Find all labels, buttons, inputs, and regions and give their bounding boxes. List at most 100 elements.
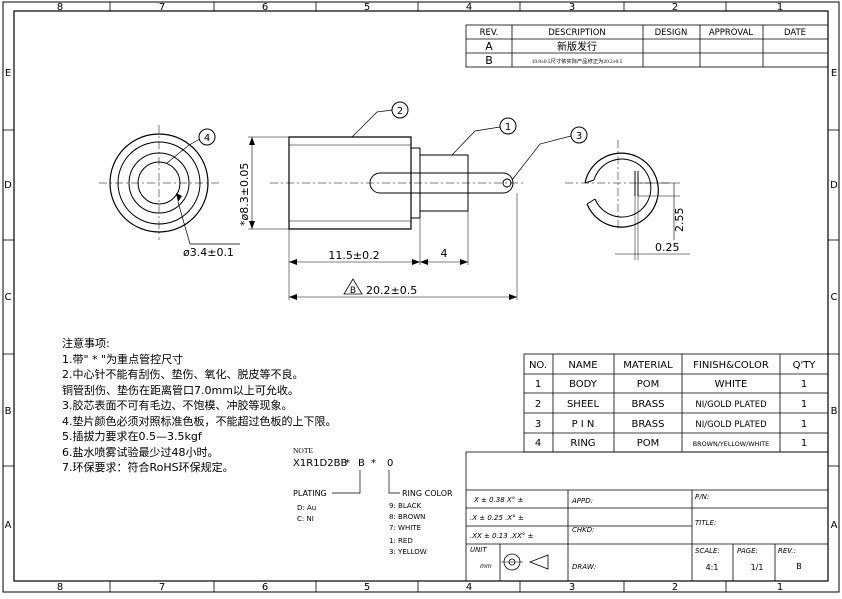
- zone-labels: 8 7 6 5 4 3 2 1 8 7 6 5 4 3 2 1 E D C B …: [4, 2, 838, 593]
- slot-width-dim: 0.25: [655, 241, 680, 254]
- dim-arrows: [176, 137, 517, 300]
- bom-row3-no: 3: [535, 419, 541, 430]
- code-star-1: *: [345, 458, 350, 469]
- zone-ticks: [3, 2, 839, 592]
- ring-option-black: 9: BLACK: [389, 502, 421, 510]
- design-header: DESIGN: [655, 28, 688, 38]
- pin-length-dim: 4: [441, 247, 448, 260]
- bom-header-qty: Q'TY: [793, 360, 817, 371]
- tolerance-line-2: .X ± 0.25 .X° ±: [470, 514, 524, 522]
- total-length-dim: 20.2±0.5: [366, 284, 417, 297]
- zone-left-D: D: [4, 180, 12, 191]
- bom-row1-qty: 1: [801, 379, 807, 390]
- zone-bottom-6: 6: [262, 582, 268, 593]
- zone-right-C: C: [831, 292, 838, 303]
- plating-label: PLATING: [293, 489, 327, 498]
- zone-top-3: 3: [569, 2, 575, 13]
- scale-value: 4:1: [706, 563, 719, 572]
- balloon-2-label: 2: [397, 106, 403, 117]
- drawn-label: DRAW:: [572, 563, 596, 571]
- note-line-2: 2.中心针不能有刮伤、垫伤、氧化、脱皮等不良。: [62, 368, 304, 381]
- bom-row4-material: POM: [637, 438, 660, 449]
- zone-left-E: E: [5, 68, 11, 79]
- code-ring: 0: [387, 458, 393, 469]
- plating-option-ni: C: NI: [297, 515, 314, 523]
- approved-label: APPD:: [571, 497, 593, 505]
- page-label: PAGE:: [737, 547, 758, 555]
- bom-row2-finish: NI/GOLD PLATED: [695, 400, 767, 410]
- body-diameter-dim: *ø8.3±0.05: [238, 163, 251, 226]
- bom-row3-name: P I N: [572, 419, 595, 430]
- zone-left-A: A: [5, 520, 12, 531]
- bom-header-finish: FINISH&COLOR: [693, 360, 769, 371]
- code-options: PLATING D: Au C: NI RING COLOR 9: BLACK …: [293, 489, 453, 556]
- ring-option-brown: 8: BROWN: [389, 513, 425, 521]
- date-header: DATE: [784, 28, 806, 38]
- critical-triangle-mark: B: [343, 278, 363, 296]
- code-star-2: *: [371, 458, 376, 469]
- note-label: NOTE: [293, 446, 313, 455]
- page-value: 1/1: [751, 563, 764, 572]
- zone-right-B: B: [831, 406, 838, 417]
- approval-header: APPROVAL: [709, 28, 754, 38]
- bom-table: NO. NAME MATERIAL FINISH&COLOR Q'TY 1 BO…: [523, 353, 829, 453]
- rev-a-description: 新版发行: [557, 40, 597, 53]
- zone-bottom-2: 2: [672, 582, 678, 593]
- title-block: X ± 0.38 X° ± .X ± 0.25 .X° ± .XX ± 0.13…: [465, 451, 829, 582]
- note-line-8: 7.环保要求：符合RoHS环保规定。: [62, 461, 234, 474]
- rev-b-letter: B: [485, 54, 493, 67]
- zone-bottom-8: 8: [57, 582, 63, 593]
- zone-top-7: 7: [159, 2, 165, 13]
- ring-option-yellow: 3: YELLOW: [389, 548, 427, 556]
- zone-bottom-3: 3: [569, 582, 575, 593]
- note-line-4: 3.胶芯表面不可有毛边、不饱模、冲胶等现象。: [62, 399, 293, 412]
- unit-label: UNIT: [470, 546, 487, 554]
- scale-label: SCALE:: [695, 547, 720, 555]
- tolerance-line-1: X ± 0.38 X° ±: [473, 496, 523, 504]
- note-line-6: 5.插拔力要求在0.5—3.5kgf: [62, 430, 202, 443]
- description-header: DESCRIPTION: [548, 28, 606, 38]
- bom-row3-material: BRASS: [632, 419, 665, 430]
- part-code: X1R1D2BB * B * 0: [293, 458, 393, 469]
- rev-b-description: 19.8±0.5尺寸依实际产品修正为20.2±0.5: [532, 57, 623, 65]
- bom-row2-qty: 1: [801, 399, 807, 410]
- zone-bottom-7: 7: [159, 582, 165, 593]
- bom-row1-name: BODY: [569, 379, 598, 390]
- body-length-dim: 11.5±0.2: [328, 249, 379, 262]
- bom-row4-qty: 1: [801, 438, 807, 449]
- note-line-1: 1.带" * "为重点管控尺寸: [62, 352, 184, 366]
- zone-top-1: 1: [777, 2, 783, 13]
- code-base: X1R1D2BB: [293, 458, 347, 469]
- zone-right-A: A: [831, 520, 838, 531]
- tolerance-line-3: .XX ± 0.13 .XX° ±: [470, 532, 533, 540]
- zone-top-2: 2: [672, 2, 678, 13]
- balloon-4-label: 4: [204, 133, 210, 144]
- revision-table: REV. DESCRIPTION DESIGN APPROVAL DATE A …: [465, 24, 829, 68]
- revision-label: REV.:: [778, 547, 796, 555]
- bom-row3-finish: NI/GOLD PLATED: [695, 420, 767, 430]
- zone-left-C: C: [5, 292, 12, 303]
- note-line-7: 6.盐水喷雾试验最少过48小时。: [62, 445, 219, 459]
- side-view: [248, 101, 588, 300]
- ring-option-red: 1: RED: [389, 537, 413, 545]
- zone-right-D: D: [830, 180, 838, 191]
- plating-option-au: D: Au: [297, 504, 316, 512]
- zone-top-5: 5: [364, 2, 370, 13]
- ring-color-label: RING COLOR: [402, 489, 453, 498]
- bom-row2-name: SHEEL: [567, 399, 600, 410]
- rev-a-letter: A: [485, 40, 493, 53]
- bom-row1-no: 1: [535, 379, 541, 390]
- total-mark-letter: B: [350, 286, 356, 296]
- bom-header-material: MATERIAL: [623, 360, 673, 371]
- zone-bottom-5: 5: [364, 582, 370, 593]
- zone-right-E: E: [831, 68, 837, 79]
- code-leaders: [332, 470, 400, 494]
- slot-height-dim: 2.55: [673, 208, 686, 233]
- note-line-3: 铜管刮伤、垫伤在距离管口7.0mm以上可允收。: [62, 383, 299, 397]
- zone-top-8: 8: [57, 2, 63, 13]
- ring-view: [565, 140, 690, 260]
- zone-top-4: 4: [466, 2, 472, 13]
- front-view: [99, 125, 240, 245]
